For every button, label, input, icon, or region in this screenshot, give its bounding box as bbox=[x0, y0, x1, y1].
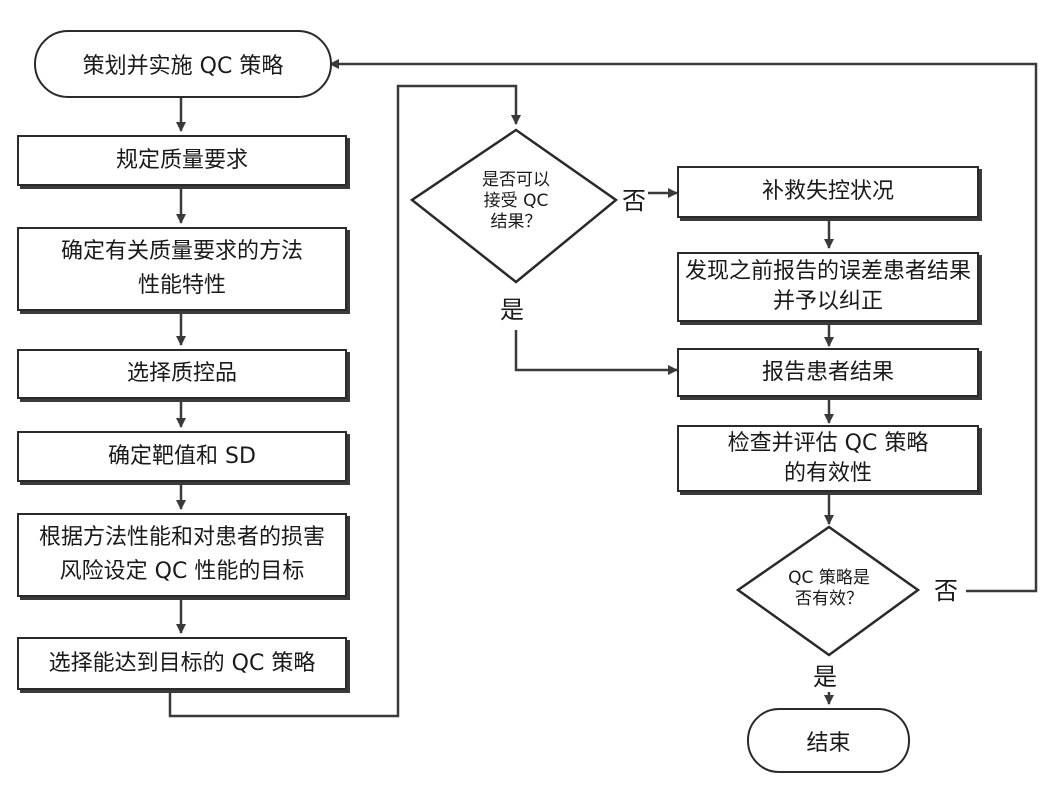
step-target-sd: 确定靶值和 SD bbox=[17, 431, 347, 482]
step-select-control-material: 选择质控品 bbox=[17, 349, 347, 399]
decision-accept-qc bbox=[409, 128, 619, 284]
step-text-line2: 的有效性 bbox=[783, 460, 872, 486]
step-text-line1: 发现之前报告的误差患者结果 bbox=[684, 259, 971, 284]
step-text: 补救失控状况 bbox=[761, 179, 894, 204]
decision-accept-qc-text: 是否可以 接受 QC 结果？ bbox=[456, 168, 576, 234]
step-report-patient-results: 报告患者结果 bbox=[677, 348, 979, 397]
decision-text-line3: 结果？ bbox=[490, 211, 542, 232]
step-text-line1: 检查并评估 QC 策略 bbox=[727, 430, 929, 456]
start-terminal: 策划并实施 QC 策略 bbox=[34, 30, 332, 98]
step-text: 选择能达到目标的 QC 策略 bbox=[48, 650, 316, 676]
step-text: 规定质量要求 bbox=[115, 147, 248, 173]
step-select-qc-strategy: 选择能达到目标的 QC 策略 bbox=[17, 637, 347, 690]
start-text: 策划并实施 QC 策略 bbox=[82, 54, 284, 79]
step-text-line2: 并予以纠正 bbox=[772, 289, 883, 314]
step-text: 报告患者结果 bbox=[761, 359, 894, 385]
arrow-d1-yes-to-r3 bbox=[514, 330, 678, 375]
step-method-performance: 确定有关质量要求的方法 性能特性 bbox=[17, 227, 347, 311]
decision-accept-yes-label: 是 bbox=[500, 296, 524, 324]
decision-effective-yes-label: 是 bbox=[813, 663, 837, 691]
decision-text-line2: 接受 QC bbox=[483, 190, 549, 211]
decision-accept-no-label: 否 bbox=[622, 187, 646, 215]
decision-qc-effective bbox=[735, 525, 921, 657]
decision-effective-no-label: 否 bbox=[934, 577, 958, 605]
decision-text-line2: 否有效？ bbox=[795, 589, 863, 609]
step-text: 确定靶值和 SD bbox=[108, 443, 256, 469]
step-text-line1: 根据方法性能和对患者的损害 bbox=[38, 525, 325, 550]
connector-s6-to-d1 bbox=[168, 84, 521, 718]
decision-qc-effective-text: QC 策略是 否有效？ bbox=[769, 566, 889, 612]
connector-d2-no-to-start bbox=[329, 59, 1038, 593]
end-text: 结束 bbox=[806, 730, 851, 756]
step-set-qc-goals: 根据方法性能和对患者的损害 风险设定 QC 性能的目标 bbox=[17, 513, 347, 597]
step-text-line2: 风险设定 QC 性能的目标 bbox=[59, 559, 305, 584]
step-evaluate-qc-strategy: 检查并评估 QC 策略 的有效性 bbox=[677, 425, 979, 492]
step-remedy-out-of-control: 补救失控状况 bbox=[677, 166, 979, 218]
end-terminal: 结束 bbox=[747, 708, 910, 773]
step-quality-requirements: 规定质量要求 bbox=[17, 135, 347, 186]
step-text-line1: 确定有关质量要求的方法 bbox=[60, 239, 303, 264]
step-correct-prior-results: 发现之前报告的误差患者结果 并予以纠正 bbox=[677, 252, 979, 322]
decision-text-line1: 是否可以 bbox=[482, 169, 550, 190]
step-text-line2: 性能特性 bbox=[137, 273, 226, 298]
step-text: 选择质控品 bbox=[126, 361, 237, 386]
decision-text-line1: QC 策略是 bbox=[788, 568, 870, 588]
